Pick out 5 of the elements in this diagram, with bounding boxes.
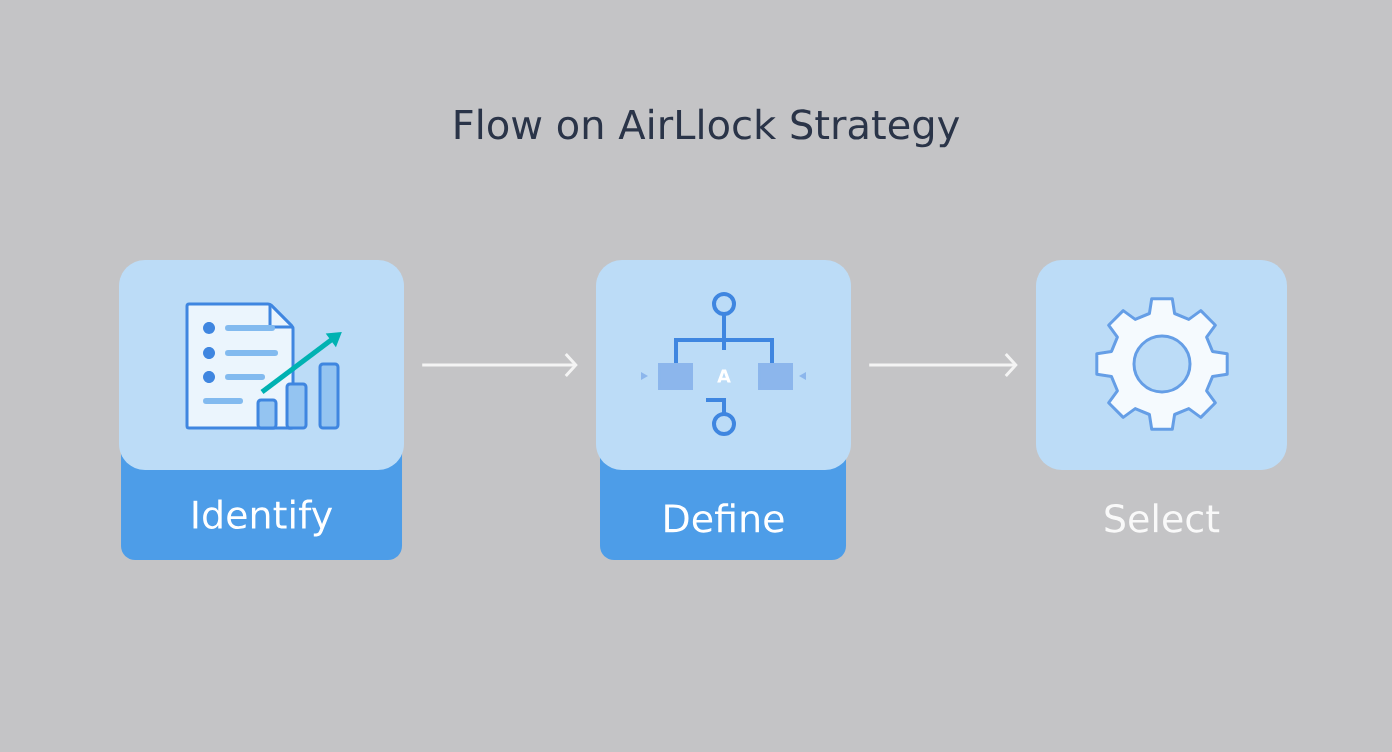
node-label: Define — [665, 503, 784, 533]
arrow — [869, 353, 1018, 377]
node-label: Identify — [193, 499, 333, 537]
arrow — [422, 353, 578, 377]
title: Flow on AirLlock Strategy — [455, 108, 960, 148]
